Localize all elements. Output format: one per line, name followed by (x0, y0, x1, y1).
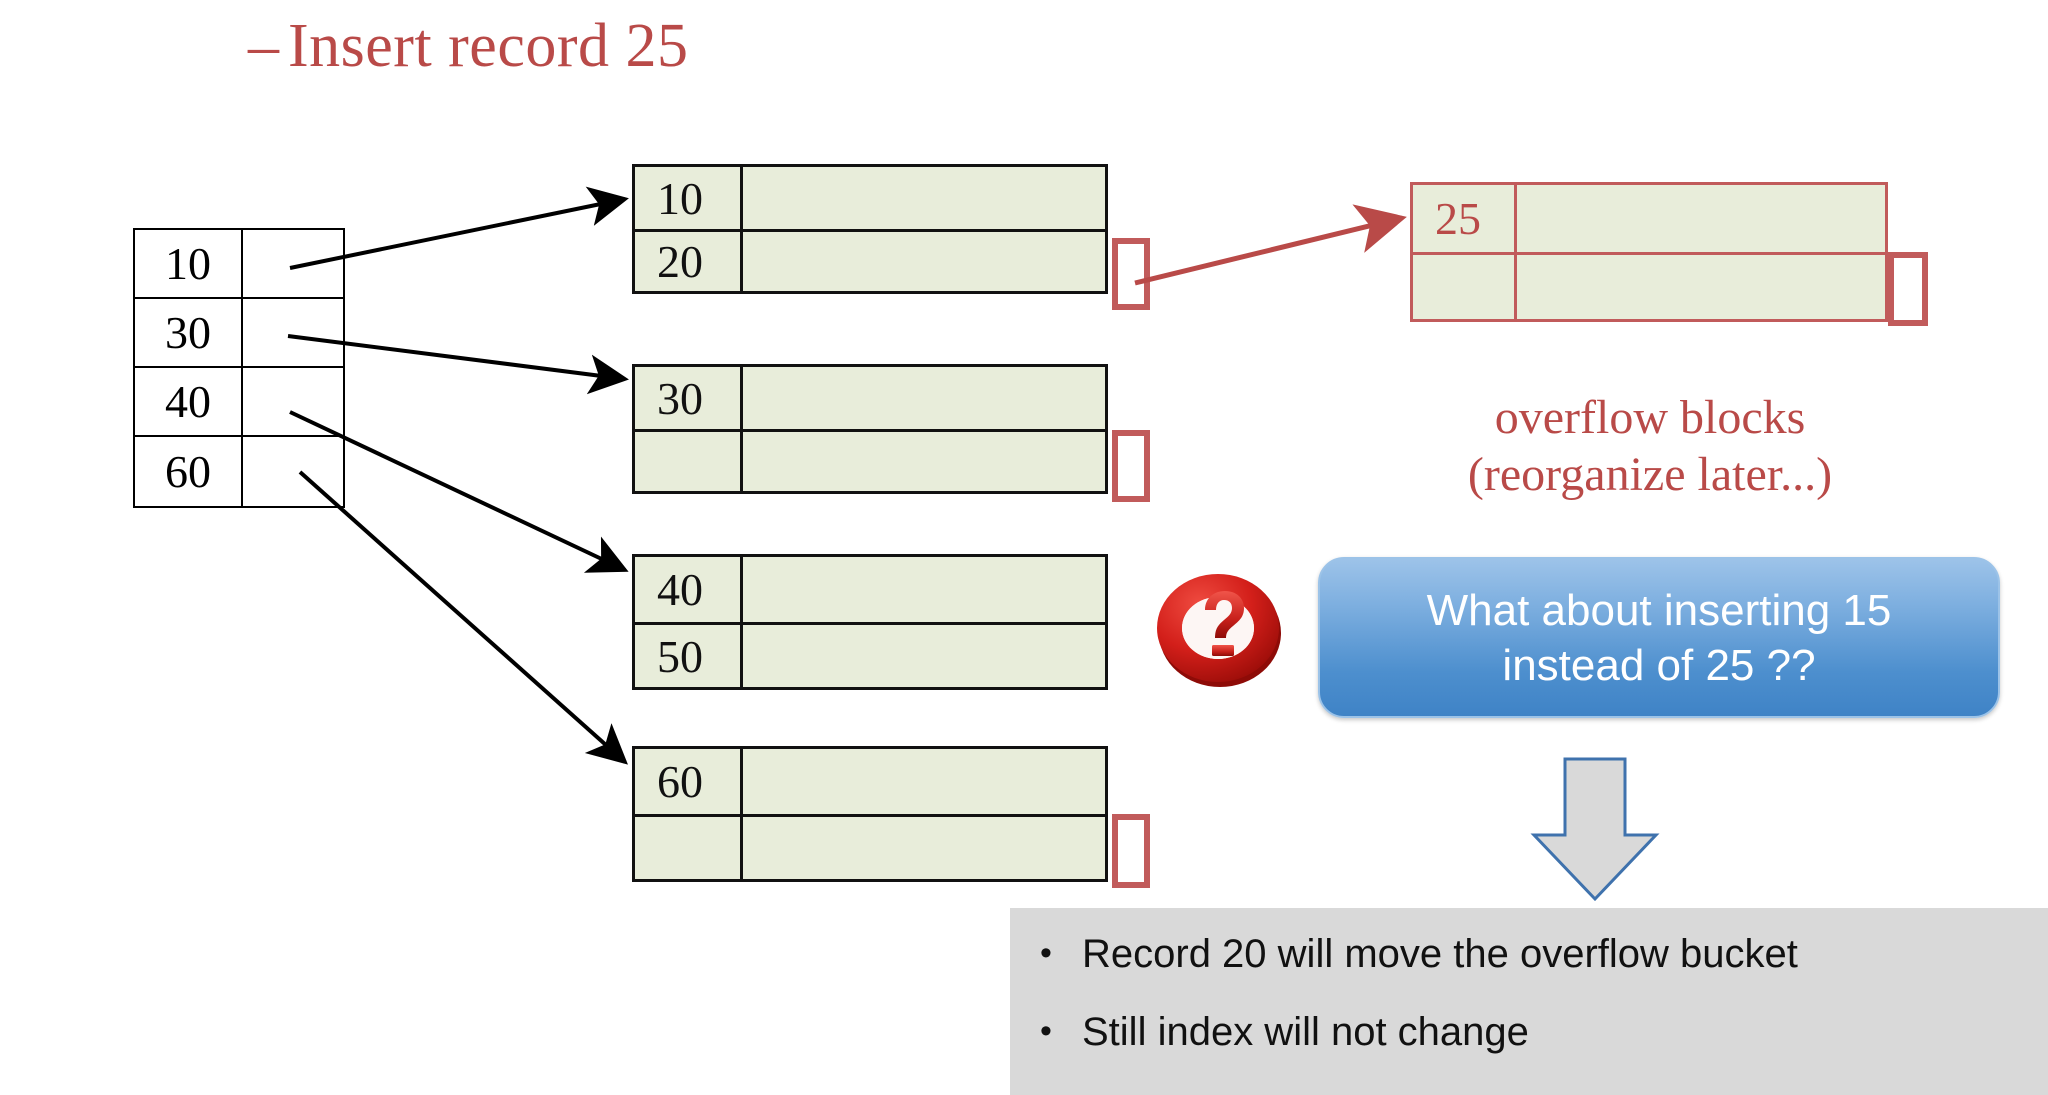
data-block-row: 10 (632, 164, 1108, 229)
index-key-cell: 40 (135, 368, 243, 435)
index-pointer-cell (243, 437, 343, 506)
overflow-block-key: 25 (1413, 185, 1517, 252)
overflow-caption-line2: (reorganize later...) (1467, 447, 1833, 501)
bullet-icon: • (1040, 1012, 1052, 1050)
overflow-block-payload (1517, 255, 1885, 319)
title-text: Insert record 25 (288, 12, 689, 80)
data-block-row: 20 (632, 229, 1108, 294)
list-item: • Still index will not change (1010, 1012, 2048, 1052)
data-block-40-50: 40 50 (632, 554, 1108, 690)
data-block-key (635, 432, 743, 491)
index-key-cell: 10 (135, 230, 243, 297)
data-block-row: 40 (632, 554, 1108, 622)
data-block-payload (743, 232, 1105, 291)
index-pointer-cell (243, 368, 343, 435)
callout-line1: What about inserting 15 (1426, 585, 1892, 635)
data-block-payload (743, 817, 1105, 879)
overflow-pointer-tab[interactable] (1112, 814, 1150, 888)
note-text: Still index will not change (1082, 1010, 1529, 1054)
overflow-link-arrow (1134, 204, 1407, 286)
data-block-payload (743, 625, 1105, 687)
data-block-30: 30 (632, 364, 1108, 494)
callout-box[interactable]: What about inserting 15 instead of 25 ?? (1318, 557, 2000, 718)
data-block-row: 30 (632, 364, 1108, 429)
data-block-60: 60 (632, 746, 1108, 882)
data-block-payload (743, 432, 1105, 491)
index-row[interactable]: 60 (135, 437, 343, 506)
data-block-key: 10 (635, 167, 743, 229)
overflow-block-row: 25 (1410, 182, 1888, 252)
data-block-payload (743, 367, 1105, 429)
data-block-row (632, 429, 1108, 494)
data-block-key (635, 817, 743, 879)
list-item: • Record 20 will move the overflow bucke… (1010, 934, 2048, 974)
overflow-pointer-tab[interactable] (1112, 238, 1150, 310)
down-arrow-icon (1530, 757, 1660, 902)
data-block-row (632, 814, 1108, 882)
note-text: Record 20 will move the overflow bucket (1082, 932, 1798, 976)
overflow-block-key (1413, 255, 1517, 319)
data-block-row: 50 (632, 622, 1108, 690)
index-row[interactable]: 10 (135, 230, 343, 299)
sparse-index-table: 10 30 40 60 (133, 228, 345, 508)
data-block-row: 60 (632, 746, 1108, 814)
data-block-10-20: 10 20 (632, 164, 1108, 294)
overflow-caption: overflow blocks (reorganize later...) (1380, 390, 1920, 503)
data-block-payload (743, 167, 1105, 229)
index-pointer-cell (243, 299, 343, 366)
overflow-block-row (1410, 252, 1888, 322)
question-mark-icon (1157, 574, 1281, 687)
data-block-key: 50 (635, 625, 743, 687)
page-title: –Insert record 25 (248, 12, 689, 80)
index-key-cell: 30 (135, 299, 243, 366)
notes-panel: • Record 20 will move the overflow bucke… (1010, 908, 2048, 1095)
data-block-key: 40 (635, 557, 743, 622)
overflow-pointer-tab[interactable] (1888, 252, 1928, 326)
data-block-key: 60 (635, 749, 743, 814)
index-pointer-cell (243, 230, 343, 297)
data-block-key: 30 (635, 367, 743, 429)
data-block-payload (743, 749, 1105, 814)
title-dash: – (248, 12, 280, 80)
index-row[interactable]: 40 (135, 368, 343, 437)
overflow-pointer-tab[interactable] (1112, 430, 1150, 502)
callout-line2: instead of 25 ?? (1502, 640, 1816, 690)
data-block-key: 20 (635, 232, 743, 291)
overflow-caption-line1: overflow blocks (1494, 391, 1806, 444)
index-key-cell: 60 (135, 437, 243, 506)
overflow-block-payload (1517, 185, 1885, 252)
callout-text: What about inserting 15 instead of 25 ?? (1401, 583, 1918, 693)
notes-list: • Record 20 will move the overflow bucke… (1010, 908, 2048, 1052)
data-block-payload (743, 557, 1105, 622)
overflow-block-25: 25 (1410, 182, 1888, 322)
index-arrow-60 (298, 470, 628, 765)
bullet-icon: • (1040, 934, 1052, 972)
index-row[interactable]: 30 (135, 299, 343, 368)
